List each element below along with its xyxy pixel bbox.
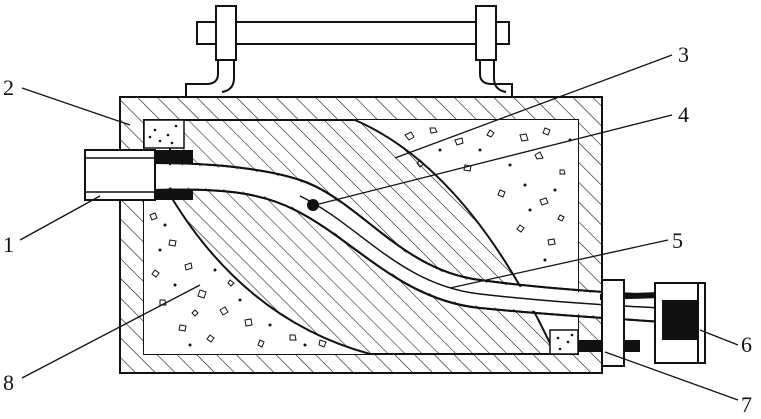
handle — [180, 5, 520, 98]
inlet-pipe — [84, 149, 193, 201]
aggregate-dots — [158, 138, 572, 347]
label-5: 5 — [672, 228, 683, 253]
label-8: 8 — [3, 370, 14, 395]
corner-plug-top-left — [143, 119, 185, 149]
label-1: 1 — [3, 232, 14, 257]
corner-plug-bottom-right — [549, 329, 579, 355]
outlet-fitting — [578, 279, 706, 367]
label-7: 7 — [741, 392, 752, 417]
label-2: 2 — [3, 75, 14, 100]
label-6: 6 — [741, 332, 752, 357]
label-3: 3 — [678, 42, 689, 67]
label-4: 4 — [678, 102, 689, 127]
leader-lines — [19, 54, 739, 401]
sensor-point — [307, 199, 319, 211]
